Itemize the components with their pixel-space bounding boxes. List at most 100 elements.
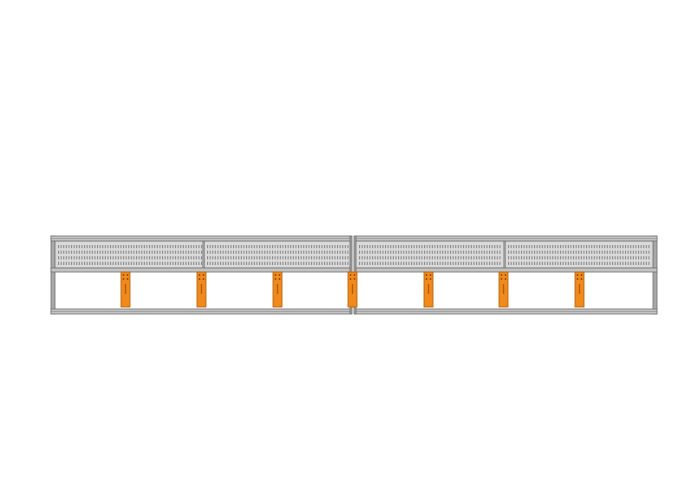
perforation-slot (452, 256, 454, 260)
bracket-bolt-hole (504, 278, 507, 280)
perforation-slot (515, 256, 517, 260)
bracket-bolt-hole (126, 274, 129, 276)
perforation-slot (580, 250, 582, 254)
perforation-slot (212, 261, 214, 265)
perforation-slot (347, 256, 349, 260)
perforation-slot (71, 256, 73, 260)
perforation-slot (541, 256, 543, 260)
perforation-slot (63, 261, 65, 265)
perforation-slot (614, 261, 616, 265)
perforation-slot (599, 250, 601, 254)
perforation-slot (277, 261, 279, 265)
perforation-slot (470, 256, 472, 260)
perforation-slot (246, 261, 248, 265)
perforation-slot (426, 256, 428, 260)
perforation-slot (578, 261, 580, 265)
perforation-slot (133, 261, 135, 265)
perforation-slot (606, 250, 608, 254)
perforation-slot (337, 261, 339, 265)
perforation-slot (240, 250, 242, 254)
perforation-slot (81, 261, 83, 265)
perforation-slot (209, 250, 211, 254)
perforation-slot (177, 245, 179, 249)
perforation-slot (102, 245, 104, 249)
perforation-slot (117, 261, 119, 265)
perforation-slot (619, 245, 621, 249)
perforation-slot (580, 256, 582, 260)
bracket-slot (351, 284, 354, 294)
perforation-slot (599, 256, 601, 260)
perforation-slot (266, 261, 268, 265)
perforation-slot (515, 245, 517, 249)
perforation-slot (434, 245, 436, 249)
perforation-slot (60, 250, 62, 254)
perforation-slot (632, 261, 634, 265)
perforation-slot (476, 256, 478, 260)
perforation-slot (225, 256, 227, 260)
perforation-slot (366, 261, 368, 265)
perforation-slot (395, 256, 397, 260)
perforation-slot (460, 261, 462, 265)
perforation-slot (601, 245, 603, 249)
perforation-slot (604, 250, 606, 254)
perforation-slot (494, 250, 496, 254)
perforation-slot (266, 256, 268, 260)
perforation-slot (565, 250, 567, 254)
perforation-slot (359, 256, 361, 260)
perforation-slot (640, 256, 642, 260)
perforation-slot (452, 250, 454, 254)
perforation-slot (248, 245, 250, 249)
perforation-slot (84, 250, 86, 254)
perforation-slot (180, 245, 182, 249)
bracket-slot (502, 284, 505, 294)
perforation-slot (313, 245, 315, 249)
perforation-slot (112, 250, 114, 254)
perforation-slot (318, 261, 320, 265)
perforation-slot (499, 261, 501, 265)
perforation-slot (193, 261, 195, 265)
perforation-slot (285, 256, 287, 260)
perforation-slot (133, 250, 135, 254)
perforation-slot (468, 261, 470, 265)
perforation-slot (478, 250, 480, 254)
mid-rail-right (355, 267, 658, 273)
perforation-slot (311, 250, 313, 254)
perforation-slot (606, 256, 608, 260)
perforation-slot (424, 245, 426, 249)
perforation-slot (523, 245, 525, 249)
perforation-slot (374, 250, 376, 254)
perforation-slot (282, 250, 284, 254)
bracket-bolt-hole (580, 274, 583, 276)
perforation-slot (489, 250, 491, 254)
perforation-slot (567, 261, 569, 265)
perforation-slot (86, 245, 88, 249)
perforation-slot (290, 245, 292, 249)
perforation-slot (549, 261, 551, 265)
perforation-slot (130, 245, 132, 249)
perforation-slot (243, 261, 245, 265)
perforation-slot (379, 261, 381, 265)
perforation-slot (97, 256, 99, 260)
perforation-slot (264, 261, 266, 265)
bracket-bolt-hole (198, 278, 201, 280)
bracket-slot (124, 284, 127, 294)
perforation-slot (562, 256, 564, 260)
perforation-slot (285, 250, 287, 254)
perforation-slot (531, 261, 533, 265)
perforation-slot (89, 250, 91, 254)
perforation-slot (408, 261, 410, 265)
perforation-slot (138, 256, 140, 260)
perforation-slot (599, 245, 601, 249)
perforation-slot (531, 250, 533, 254)
perforation-slot (117, 245, 119, 249)
perforation-slot (344, 250, 346, 254)
perforation-slot (513, 245, 515, 249)
perforation-slot (78, 245, 80, 249)
perforation-slot (60, 261, 62, 265)
perforation-slot (429, 250, 431, 254)
perforation-slot (251, 245, 253, 249)
perforation-slot (544, 261, 546, 265)
bracket-bolt-hole (278, 274, 281, 276)
perforation-slot (583, 250, 585, 254)
perforation-slot (248, 250, 250, 254)
